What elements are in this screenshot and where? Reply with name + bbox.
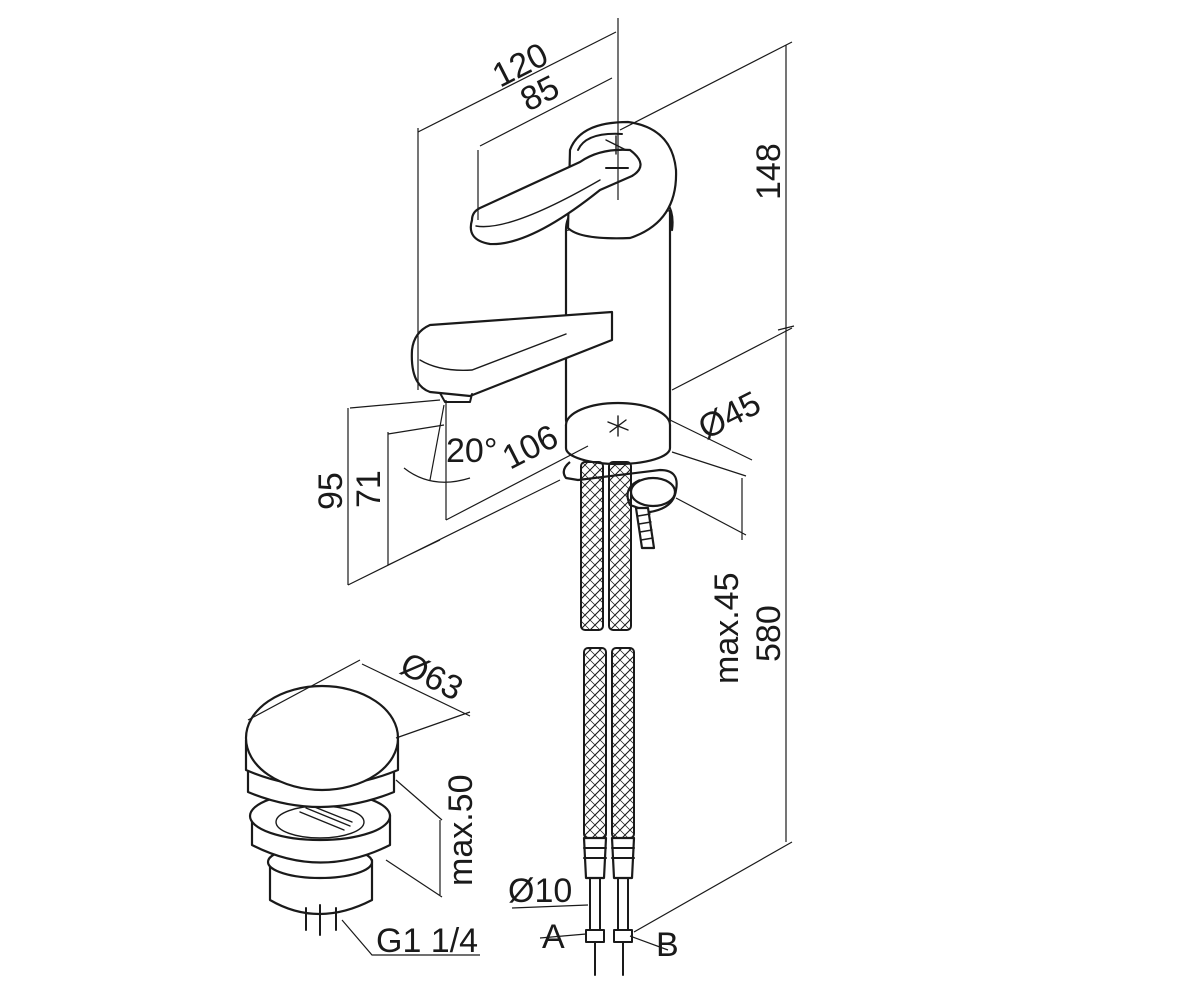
- hose-pipes: [589, 877, 629, 931]
- hose-b-upper: [608, 461, 632, 631]
- label-95: 95: [312, 472, 350, 510]
- faucet-body: [410, 120, 678, 550]
- lever-edge: [475, 179, 601, 228]
- dim-line-85: [477, 77, 613, 220]
- label-hose-a: A: [542, 918, 565, 956]
- ext-lines-hose: [633, 325, 795, 933]
- leader-hose-labels: [539, 933, 669, 951]
- label-148: 148: [750, 143, 788, 200]
- dim-line-63: [247, 659, 471, 739]
- waste-grid: [299, 805, 353, 831]
- lever-handle: [469, 148, 642, 246]
- head-highlight: [577, 132, 623, 151]
- waste-valve: [244, 684, 400, 936]
- waste-thread: [305, 904, 337, 936]
- label-71: 71: [350, 470, 388, 508]
- dim-line-max50: [385, 779, 443, 898]
- centre-marks: [605, 135, 629, 437]
- hose-a-lower: [583, 647, 607, 839]
- dim-line-max45: [675, 478, 747, 540]
- base-centre-mark: [607, 415, 629, 437]
- label-max-50: max.50: [442, 775, 480, 887]
- label-20-degrees: 20°: [446, 432, 497, 470]
- spout-aerator: [439, 392, 473, 403]
- leader-thread: [341, 919, 480, 956]
- dim-line-95-71: [347, 408, 389, 585]
- ext-lines-height: [619, 41, 793, 391]
- dim-line-106: [445, 400, 589, 521]
- hose-tails: [594, 941, 624, 976]
- waste-cap: [244, 684, 400, 792]
- leader-hose-diameter: [511, 904, 589, 909]
- ext-lines-spout: [347, 399, 561, 586]
- label-diameter-63: Ø63: [394, 645, 469, 708]
- dim-line-120: [417, 31, 617, 133]
- label-max-45: max.45: [708, 573, 746, 685]
- ext-lines-width: [417, 18, 619, 390]
- hose-ends: [585, 929, 633, 943]
- dimension-lines: [247, 18, 795, 956]
- label-thread: G1 1/4: [376, 922, 478, 960]
- dim-line-45: [669, 419, 753, 477]
- fitting-rings: [583, 847, 635, 859]
- stud-thread: [637, 513, 654, 541]
- label-580: 580: [750, 605, 788, 662]
- spout-edge: [419, 333, 567, 371]
- label-diameter-45: Ø45: [692, 384, 767, 447]
- angle-arc-20: [403, 404, 471, 483]
- fixing-nut: [629, 476, 677, 508]
- fixing-stud: [634, 506, 656, 550]
- label-106: 106: [496, 418, 564, 478]
- label-diameter-10: Ø10: [508, 872, 572, 910]
- head-centre-mark: [605, 135, 627, 155]
- hose-a-upper: [580, 461, 604, 631]
- hose-b-lower: [611, 647, 635, 839]
- label-hose-b: B: [656, 926, 679, 964]
- supply-hoses: [580, 461, 636, 976]
